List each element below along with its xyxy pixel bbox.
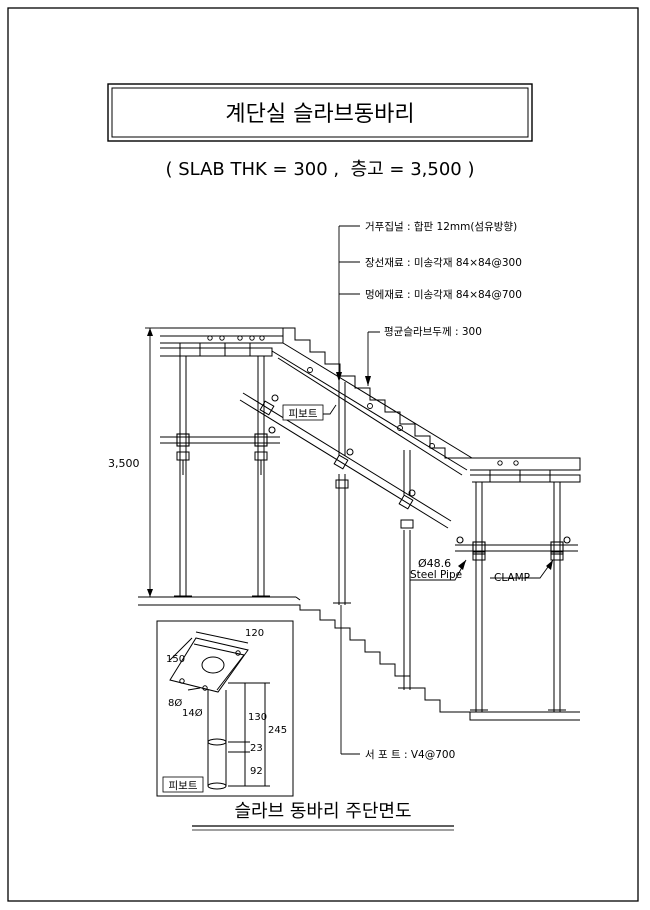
callout-pivot: 피보트 [289,408,318,420]
inclined-pipe [239,392,452,529]
lower-steps [290,604,580,721]
detail-label: 피보트 [169,780,198,792]
callout-clamp: CLAMP [494,572,530,584]
drawing-title: 계단실 슬라브동바리 [225,102,414,127]
callout-pipe-diameter: Ø48.6 [418,557,451,570]
detail-hole-large: 14Ø [182,707,203,719]
slab-ticks [179,343,551,482]
detail-dim-92: 92 [250,766,263,777]
drawing-subtitle: ( SLAB THK = 300 , 층고 = 3,500 ) [165,159,474,180]
callout-support: 서 포 트 : V4@700 [365,749,455,761]
detail-width: 120 [245,628,264,639]
detail-depth: 150 [166,654,185,665]
title-box: 계단실 슬라브동바리 [107,83,533,142]
pivot-label-box [282,404,324,421]
slab-circles [207,335,519,466]
pivot-plate [169,637,249,693]
callout-pipe-name: Steel Pipe [410,569,462,581]
callout-joist: 장선재료 : 미송각재 84×84@300 [365,257,522,269]
sheet-border [7,7,639,902]
detail-hole-small: 8Ø [168,697,182,709]
lower-slab [465,457,581,471]
floor-height-dimension: 3,500 [108,457,140,470]
detail-dim-130: 130 [248,712,267,723]
clamps [176,426,571,555]
tie-pipes [160,436,578,552]
support-posts [179,356,561,712]
base-plates [174,595,566,711]
support-jacks [176,451,564,561]
leader-lines [145,225,554,755]
detail-dim-23: 23 [250,743,263,754]
drawing-caption: 슬라브 동바리 주단면도 [234,801,411,822]
stair-section [138,327,581,721]
pivot-detail: 120 150 8Ø 14Ø 130 23 92 245 피보트 [156,620,294,797]
callout-runner: 멍에재료 : 미송각재 84×84@700 [365,289,522,301]
callout-formwork: 거푸집널 : 합판 12mm(섬유방향) [365,221,517,233]
detail-label-box [162,776,204,793]
upper-steps [283,327,465,459]
arrowheads [147,328,553,597]
callout-slab-thickness: 평균슬라브두께 : 300 [384,326,482,338]
detail-dim-245: 245 [268,725,287,736]
